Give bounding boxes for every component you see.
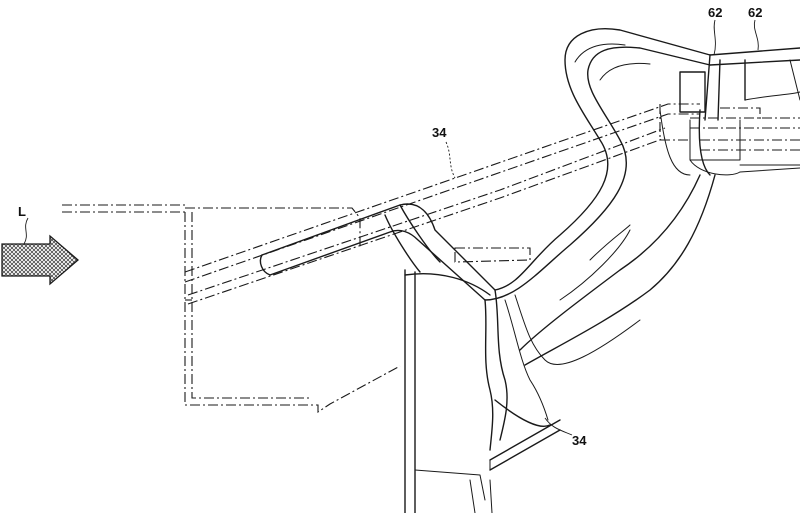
bent-tube-frame: [259, 28, 716, 471]
ref-label-34-bottom: 34: [572, 433, 587, 448]
direction-arrow: L: [1, 204, 79, 286]
ref-label-62-left: 62: [708, 5, 722, 20]
ref-label-62-right: 62: [748, 5, 762, 20]
leader-62-left: [713, 19, 716, 56]
arrow-label-l: L: [18, 204, 26, 219]
reference-labels: 34 34 62 62: [432, 5, 762, 448]
phantom-member-34: [184, 103, 700, 305]
leader-34-top: [445, 141, 456, 179]
rear-frame-62: [679, 47, 800, 176]
vertical-pillar: [404, 269, 493, 513]
ref-label-34-top: 34: [432, 125, 447, 140]
leader-34-bottom: [544, 417, 573, 436]
leader-62-right: [753, 19, 759, 51]
phantom-side-panel: [62, 204, 401, 414]
